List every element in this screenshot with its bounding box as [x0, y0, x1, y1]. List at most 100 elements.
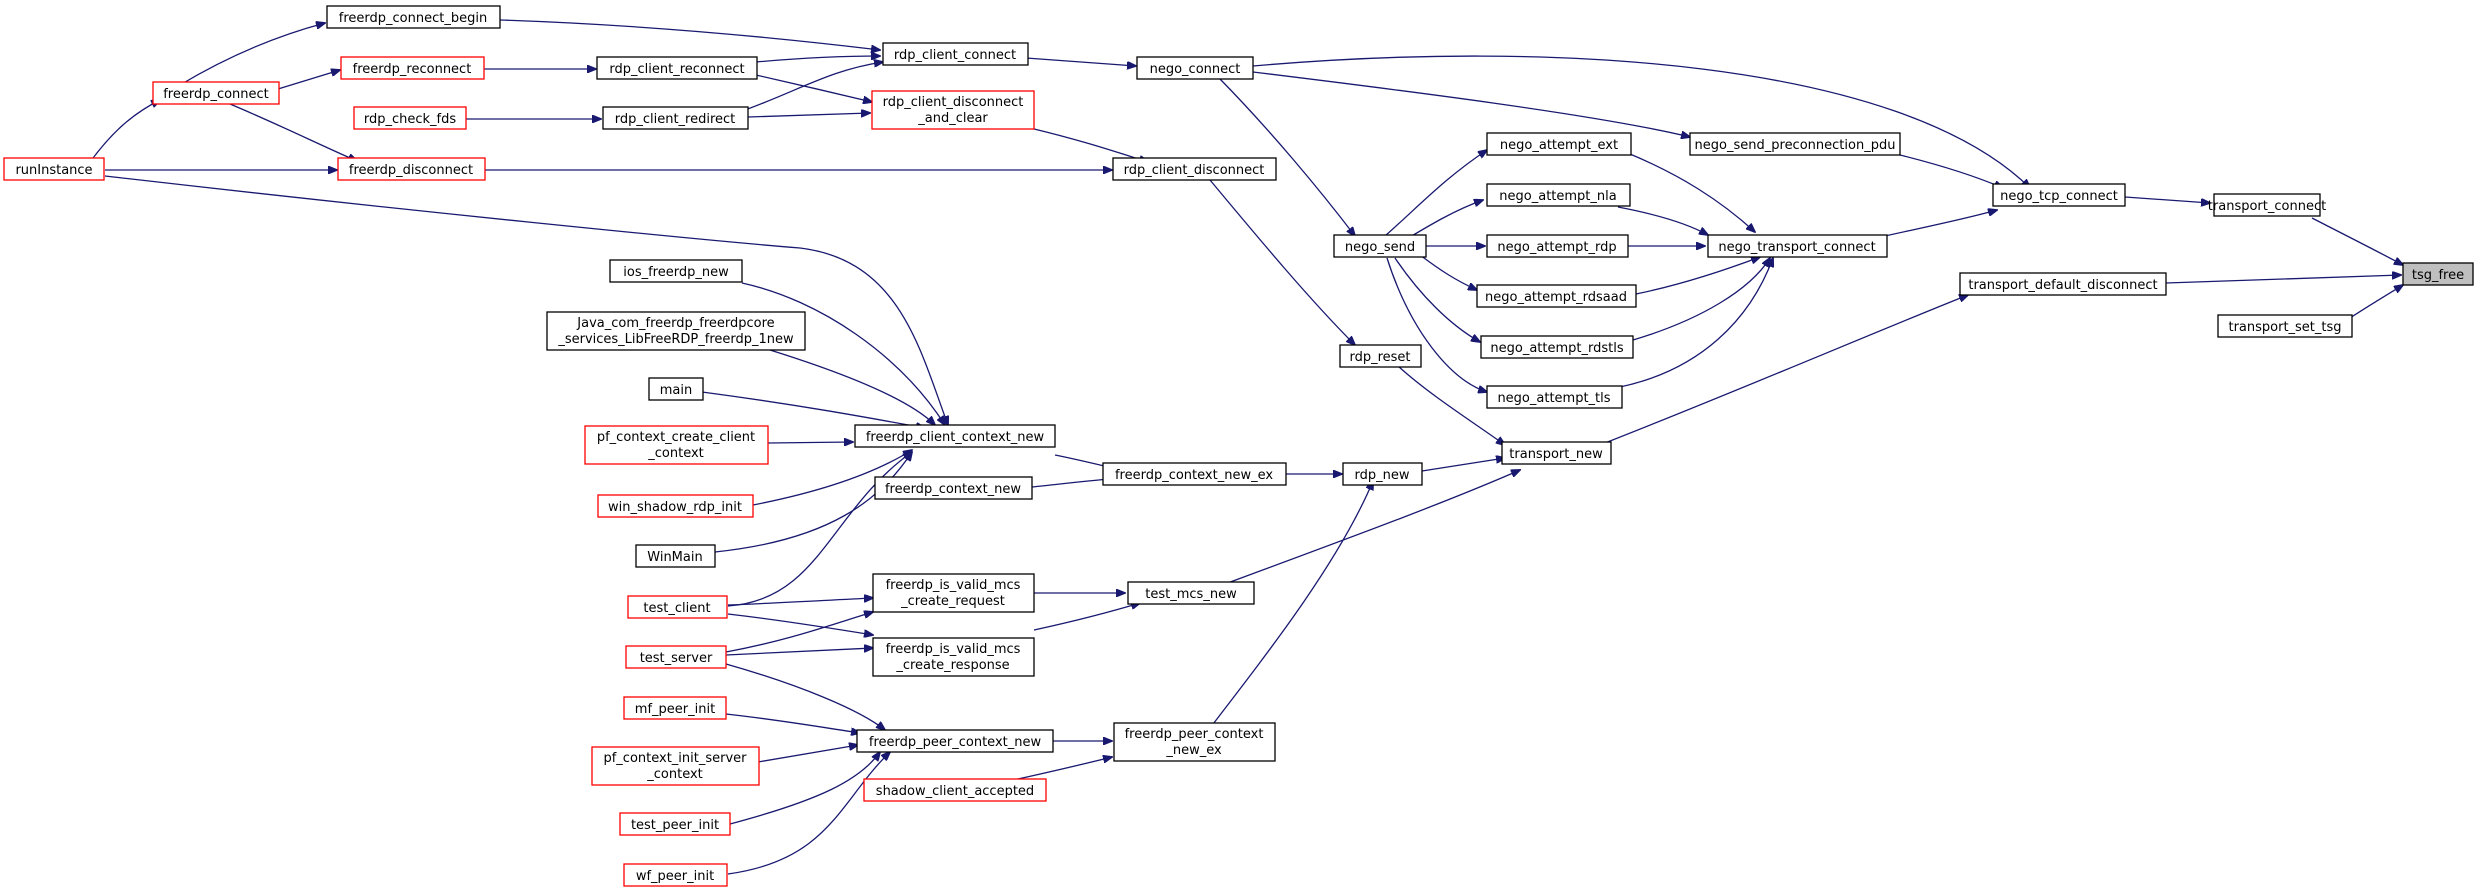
node-label: nego_transport_connect [1718, 240, 1875, 255]
node-label-line-2: _new_ex [1165, 743, 1222, 758]
node-transport_new[interactable]: transport_new [1501, 441, 1612, 465]
edge-nego_attempt_rdstls-nego_transport_connect [1632, 258, 1770, 341]
edge-test_client-freerdp_is_valid_mcs_create_response [727, 613, 873, 635]
node-rdp_check_fds[interactable]: rdp_check_fds [353, 106, 467, 130]
node-label: nego_attempt_tls [1497, 391, 1610, 406]
edge-freerdp_connect_begin-rdp_client_connect [499, 19, 880, 50]
node-rdp_client_reconnect[interactable]: rdp_client_reconnect [596, 56, 758, 80]
node-runInstance[interactable]: runInstance [3, 157, 105, 181]
node-label-line-1: freerdp_is_valid_mcs [886, 578, 1021, 593]
edge-ios_freerdp_new-freerdp_client_context_new [741, 282, 945, 425]
node-transport_default_disconnect[interactable]: transport_default_disconnect [1959, 272, 2167, 296]
node-label: test_client [643, 601, 710, 616]
node-transport_set_tsg[interactable]: transport_set_tsg [2217, 314, 2353, 338]
node-freerdp_connect[interactable]: freerdp_connect [152, 81, 280, 105]
node-nego_attempt_ext[interactable]: nego_attempt_ext [1486, 132, 1632, 156]
node-label: mf_peer_init [635, 702, 715, 717]
edge-nego_attempt_nla-nego_transport_connect [1617, 206, 1708, 235]
node-main[interactable]: main [648, 377, 704, 401]
node-label-line-1: freerdp_is_valid_mcs [886, 642, 1021, 657]
edge-nego_send-nego_attempt_rdstls [1394, 257, 1480, 342]
edge-transport_new-transport_default_disconnect [1604, 295, 1968, 444]
node-nego_send_preconnection_pdu[interactable]: nego_send_preconnection_pdu [1689, 132, 1901, 156]
node-nego_send[interactable]: nego_send [1333, 234, 1427, 258]
edge-mf_peer_init-freerdp_peer_context_new [725, 713, 860, 733]
node-label: test_peer_init [631, 818, 719, 833]
node-freerdp_is_valid_mcs_create_response[interactable]: freerdp_is_valid_mcs _create_response [872, 637, 1035, 677]
node-label-line-2: _context [646, 767, 703, 782]
node-pf_context_create_client_context[interactable]: pf_context_create_client _context [584, 425, 769, 465]
node-label-line-1: Java_com_freerdp_freerdpcore [576, 316, 774, 331]
node-label: nego_attempt_rdsaad [1485, 290, 1627, 305]
node-nego_attempt_rdsaad[interactable]: nego_attempt_rdsaad [1476, 284, 1637, 308]
node-java_new[interactable]: Java_com_freerdp_freerdpcore _services_L… [546, 311, 806, 351]
node-freerdp_connect_begin[interactable]: freerdp_connect_begin [326, 5, 501, 29]
node-ios_freerdp_new[interactable]: ios_freerdp_new [609, 259, 743, 283]
node-WinMain[interactable]: WinMain [635, 544, 716, 568]
node-rdp_client_connect[interactable]: rdp_client_connect [882, 42, 1029, 66]
node-transport_connect[interactable]: transport_connect [2208, 193, 2326, 217]
node-nego_attempt_tls[interactable]: nego_attempt_tls [1486, 385, 1623, 409]
edge-nego_connect-nego_send [1219, 78, 1355, 236]
edge-test_client-freerdp_client_context_new [727, 452, 912, 607]
node-nego_tcp_connect[interactable]: nego_tcp_connect [1992, 183, 2126, 207]
node-rdp_new[interactable]: rdp_new [1342, 462, 1423, 486]
node-test_peer_init[interactable]: test_peer_init [619, 812, 731, 836]
node-freerdp_is_valid_mcs_create_request[interactable]: freerdp_is_valid_mcs _create_request [872, 573, 1035, 613]
node-freerdp_peer_context_new_ex[interactable]: freerdp_peer_context _new_ex [1113, 722, 1276, 762]
node-label: nego_send_preconnection_pdu [1695, 138, 1896, 153]
node-tsg_free[interactable]: tsg_free [2402, 262, 2474, 286]
node-freerdp_peer_context_new[interactable]: freerdp_peer_context_new [856, 729, 1054, 753]
node-freerdp_disconnect[interactable]: freerdp_disconnect [337, 157, 486, 181]
node-label: freerdp_connect [163, 87, 269, 102]
node-label: freerdp_reconnect [353, 62, 472, 77]
edge-freerdp_is_valid_mcs_create_response-test_mcs_new [1033, 603, 1140, 631]
node-rdp_client_disconnect[interactable]: rdp_client_disconnect [1112, 157, 1277, 181]
node-freerdp_client_context_new[interactable]: freerdp_client_context_new [854, 424, 1056, 448]
node-test_client[interactable]: test_client [627, 595, 728, 619]
node-label: nego_connect [1150, 62, 1241, 77]
edge-nego_send-nego_attempt_rdsaad [1419, 254, 1477, 290]
node-nego_attempt_rdp[interactable]: nego_attempt_rdp [1486, 234, 1629, 258]
edge-rdp_client_disconnect_and_clear-rdp_client_disconnect [1029, 127, 1148, 162]
node-freerdp_context_new_ex[interactable]: freerdp_context_new_ex [1102, 462, 1287, 486]
edge-nego_attempt_tls-nego_transport_connect [1619, 258, 1773, 388]
node-mf_peer_init[interactable]: mf_peer_init [623, 696, 727, 720]
node-label: runInstance [15, 163, 92, 178]
node-nego_connect[interactable]: nego_connect [1136, 56, 1254, 80]
edge-rdp_client_reconnect-rdp_client_disconnect_and_clear [755, 74, 872, 102]
node-label-line-2: _and_clear [917, 111, 988, 126]
edge-rdp_client_redirect-rdp_client_connect [744, 62, 883, 111]
node-rdp_client_disconnect_and_clear[interactable]: rdp_client_disconnect _and_clear [871, 90, 1035, 130]
node-label: test_server [640, 651, 713, 666]
node-shadow_client_accepted[interactable]: shadow_client_accepted [863, 778, 1047, 802]
edge-freerdp_connect-freerdp_connect_begin [179, 23, 325, 86]
node-label: freerdp_context_new_ex [1115, 468, 1273, 483]
edge-WinMain-freerdp_client_context_new [714, 452, 912, 553]
node-nego_attempt_nla[interactable]: nego_attempt_nla [1486, 183, 1631, 207]
edge-nego_attempt_ext-nego_transport_connect [1629, 153, 1755, 232]
edge-runInstance-freerdp_client_context_new [104, 175, 948, 425]
edge-nego_send_preconnection_pdu-nego_tcp_connect [1899, 154, 2003, 188]
node-test_mcs_new[interactable]: test_mcs_new [1127, 581, 1255, 605]
node-rdp_client_redirect[interactable]: rdp_client_redirect [602, 106, 749, 130]
node-wf_peer_init[interactable]: wf_peer_init [623, 863, 728, 887]
node-freerdp_reconnect[interactable]: freerdp_reconnect [340, 56, 485, 80]
edge-freerdp_connect-freerdp_disconnect [229, 103, 357, 161]
node-label-line-1: rdp_client_disconnect [883, 95, 1024, 110]
node-test_server[interactable]: test_server [625, 645, 727, 669]
edge-nego_connect-nego_send_preconnection_pdu [1252, 71, 1690, 137]
node-label: rdp_client_connect [894, 48, 1016, 63]
node-nego_transport_connect[interactable]: nego_transport_connect [1707, 234, 1888, 258]
node-label: win_shadow_rdp_init [608, 500, 742, 515]
edge-pf_context_create_client_context-freerdp_client_context_new [767, 442, 853, 443]
node-label: shadow_client_accepted [876, 784, 1034, 799]
node-label: wf_peer_init [636, 869, 714, 884]
node-nego_attempt_rdstls[interactable]: nego_attempt_rdstls [1480, 335, 1634, 359]
edge-nego_send-nego_attempt_tls [1386, 257, 1487, 392]
node-pf_context_init_server_context[interactable]: pf_context_init_server _context [591, 746, 760, 786]
node-rdp_reset[interactable]: rdp_reset [1339, 344, 1422, 368]
node-freerdp_context_new[interactable]: freerdp_context_new [874, 476, 1033, 500]
node-win_shadow_rdp_init[interactable]: win_shadow_rdp_init [597, 494, 754, 518]
node-label: freerdp_client_context_new [866, 430, 1045, 445]
